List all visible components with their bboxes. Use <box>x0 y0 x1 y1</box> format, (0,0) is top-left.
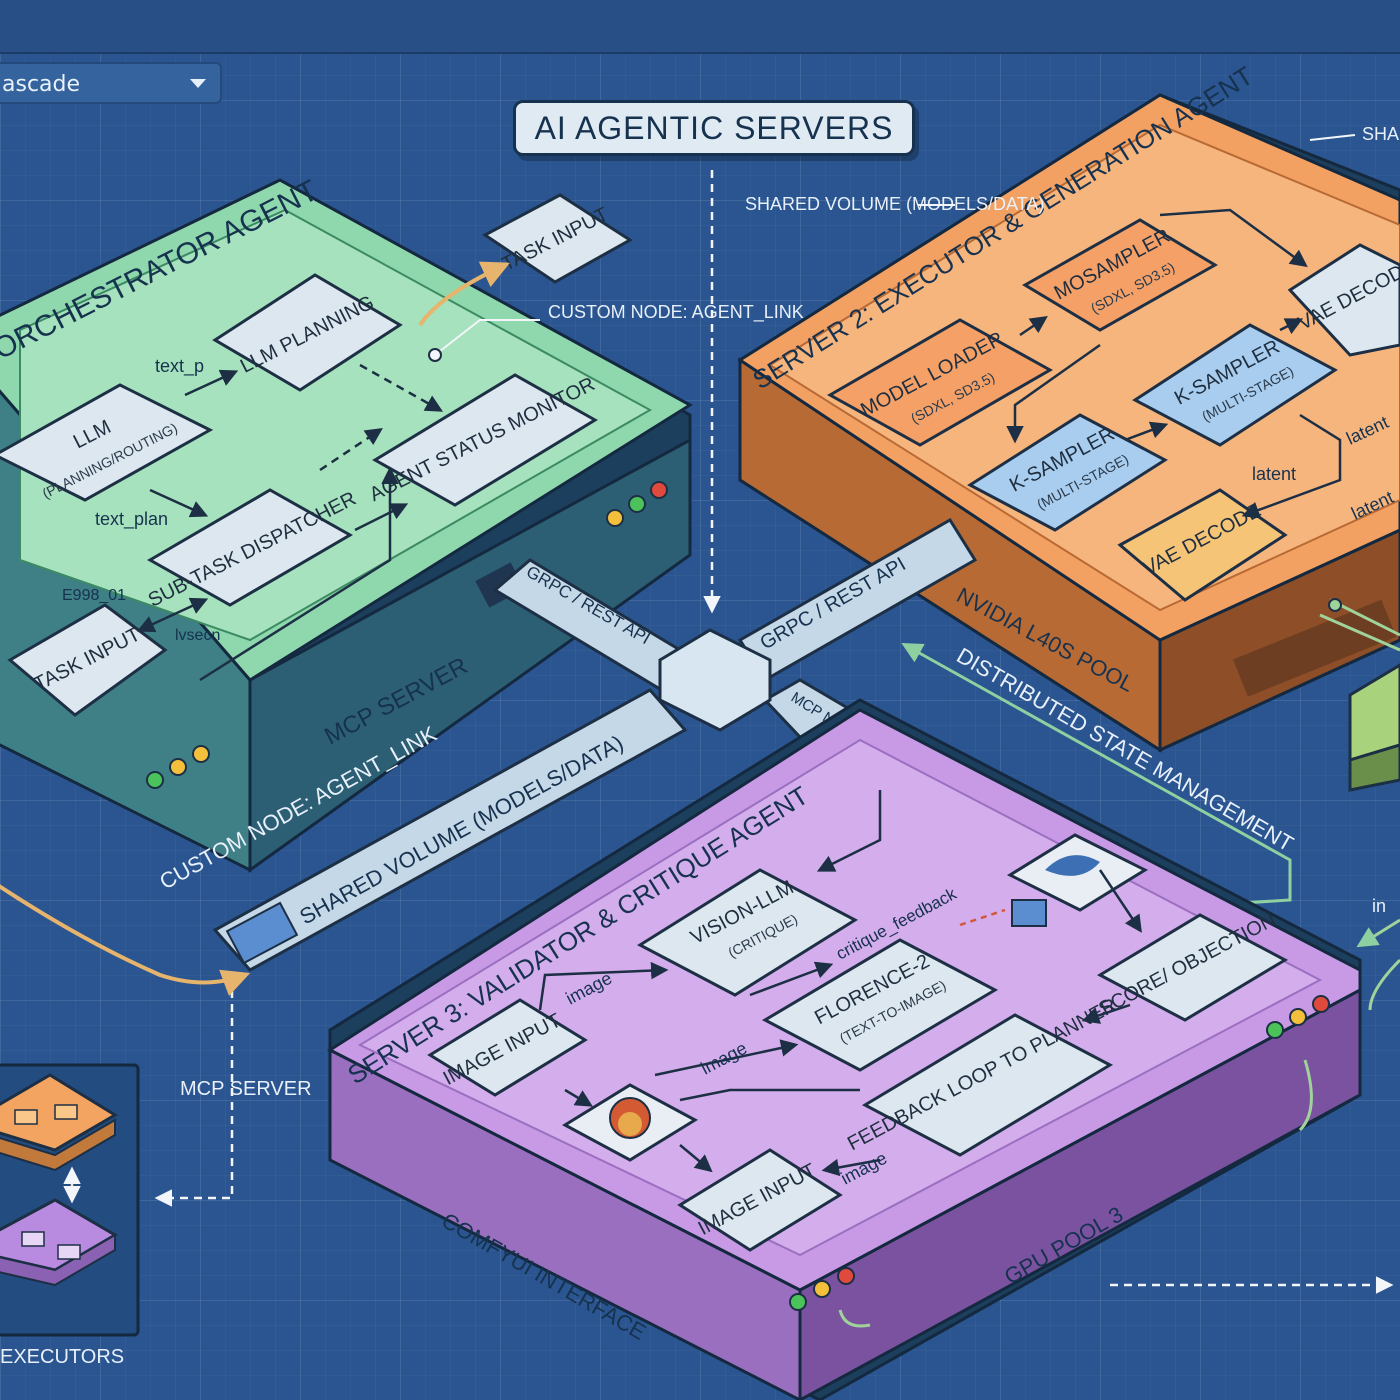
image-preview-tile <box>1006 833 1149 927</box>
left-mcp-server-label: MCP SERVER <box>180 1078 312 1100</box>
server3-status-lights <box>789 995 1330 1311</box>
shared-volume-callout-top: SHARED VOLUME (MODELS/DATA) SHA (MO <box>745 124 1400 214</box>
custom-node-callout-label: CUSTOM NODE: AGENT_LINK <box>548 302 804 323</box>
title-banner: AI AGENTIC SERVERS <box>513 100 915 156</box>
edge-left-low: lvsecn <box>175 627 220 644</box>
edge-text-p: text_p <box>155 356 204 377</box>
right-edge-in-label: in <box>1372 896 1386 916</box>
node-vision-llm[interactable]: VISION-LLM (CRITIQUE) <box>636 868 859 997</box>
node-florence[interactable]: FLORENCE-2 (TEXT-TO-IMAGE) <box>761 938 999 1072</box>
node-model-loader[interactable]: MODEL LOADER (SDXL, SD3.5) <box>826 318 1054 447</box>
right-edge-module <box>1319 598 1400 792</box>
executors-label: EXECUTORS <box>0 1346 124 1368</box>
edge-latent: latent <box>1252 464 1296 484</box>
node-sub-task-dispatcher[interactable]: SUB-TASK DISPATCHER <box>145 488 360 612</box>
edge-left-mid: E998_01 <box>62 587 126 604</box>
custom-node-callout-top: CUSTOM NODE: AGENT_LINK <box>428 302 804 362</box>
shared-volume-top-line: SHARED VOLUME (MODELS/DATA) <box>745 194 1044 214</box>
dropdown-value: ascade <box>2 72 81 97</box>
server1-status-lights <box>146 481 668 789</box>
top-toolbar <box>0 0 1400 54</box>
shared-volume-right: SHA (MO <box>1362 124 1400 144</box>
executors-panel <box>0 1063 140 1337</box>
image-thumbnail-tile <box>561 1083 699 1162</box>
edge-text-plan: text_plan <box>95 509 168 530</box>
page-title: AI AGENTIC SERVERS <box>534 109 894 146</box>
workflow-dropdown[interactable]: ascade <box>0 62 222 104</box>
chevron-down-icon <box>190 79 206 88</box>
node-task-input-top[interactable]: TASK INPUT <box>482 193 633 284</box>
